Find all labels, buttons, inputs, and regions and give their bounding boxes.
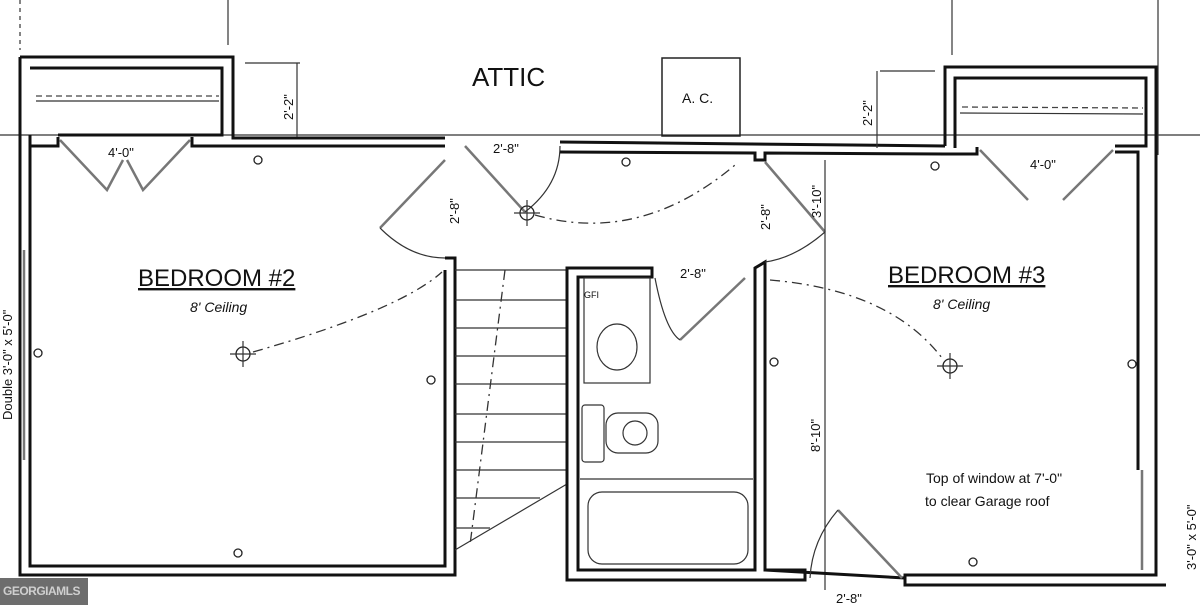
ceiling-light-icons [230,164,963,379]
bedroom-2-door [379,159,446,259]
bedroom-3-door [764,161,826,263]
outlet-icons [33,155,1137,567]
bedroom-3-walls [764,65,1166,587]
bedroom-2-walls [18,55,457,577]
bathroom [565,259,807,582]
stairs [454,269,568,551]
watermark-logo: GEORGIAMLS [0,578,88,605]
ac-unit [661,57,741,137]
left-closet-door [59,139,191,193]
attic-door [464,145,561,213]
